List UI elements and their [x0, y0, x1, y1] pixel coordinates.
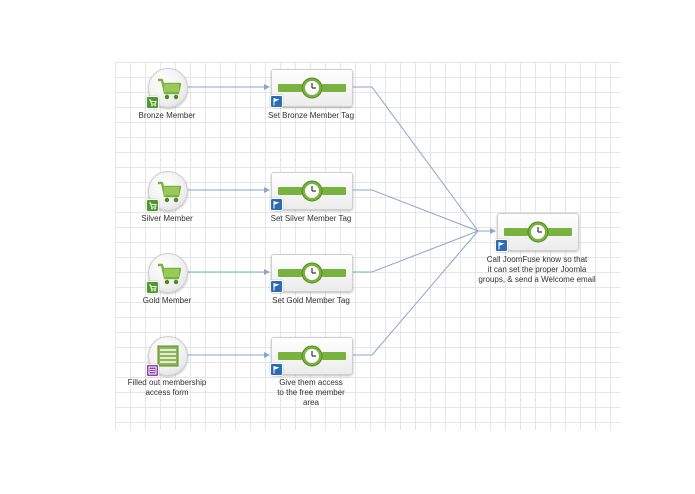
- cart-badge-icon: [146, 199, 159, 212]
- flag-icon: [270, 363, 283, 376]
- flag-icon: [270, 198, 283, 211]
- action-label-silver-tag: Set Silver Member Tag: [270, 214, 352, 223]
- action-label-free-access: Give them access to the free member area: [277, 378, 345, 407]
- cart-badge-icon: [146, 281, 159, 294]
- sequence-timer-icon: [278, 262, 346, 284]
- shopping-cart-icon: [158, 78, 182, 100]
- action-node-joomfuse[interactable]: [497, 213, 579, 251]
- action-node-free-access[interactable]: [271, 337, 353, 375]
- sequence-timer-icon: [278, 77, 346, 99]
- connector-access-to-final[interactable]: [352, 230, 479, 356]
- sequence-timer-icon: [278, 180, 346, 202]
- action-label-bronze-tag: Set Bronze Member Tag: [267, 111, 355, 120]
- flag-icon: [270, 280, 283, 293]
- flag-icon: [270, 95, 283, 108]
- trigger-node-bronze[interactable]: [148, 68, 188, 108]
- sequence-timer-icon: [504, 221, 572, 243]
- action-node-gold-tag[interactable]: [271, 254, 353, 292]
- connector-gold-tag-to-final[interactable]: [352, 230, 479, 273]
- shopping-cart-icon: [158, 263, 182, 285]
- action-label-gold-tag: Set Gold Member Tag: [272, 296, 350, 305]
- action-node-silver-tag[interactable]: [271, 172, 353, 210]
- connector-bronze-tag-to-final[interactable]: [352, 86, 479, 232]
- sequence-timer-icon: [278, 345, 346, 367]
- action-label-joomfuse: Call JoomFuse know so that it can set th…: [478, 255, 596, 284]
- cart-badge-icon: [146, 96, 159, 109]
- trigger-label-silver: Silver Member: [141, 214, 193, 223]
- trigger-label-form: Filled out membership access form: [127, 378, 207, 397]
- trigger-label-gold: Gold Member: [142, 296, 192, 305]
- trigger-label-bronze: Bronze Member: [138, 111, 196, 120]
- web-form-icon: [157, 345, 179, 367]
- connector-silver-tag-to-final[interactable]: [352, 189, 479, 232]
- shopping-cart-icon: [158, 181, 182, 203]
- form-badge-icon: [146, 364, 159, 377]
- action-node-bronze-tag[interactable]: [271, 69, 353, 107]
- flag-icon: [495, 239, 508, 252]
